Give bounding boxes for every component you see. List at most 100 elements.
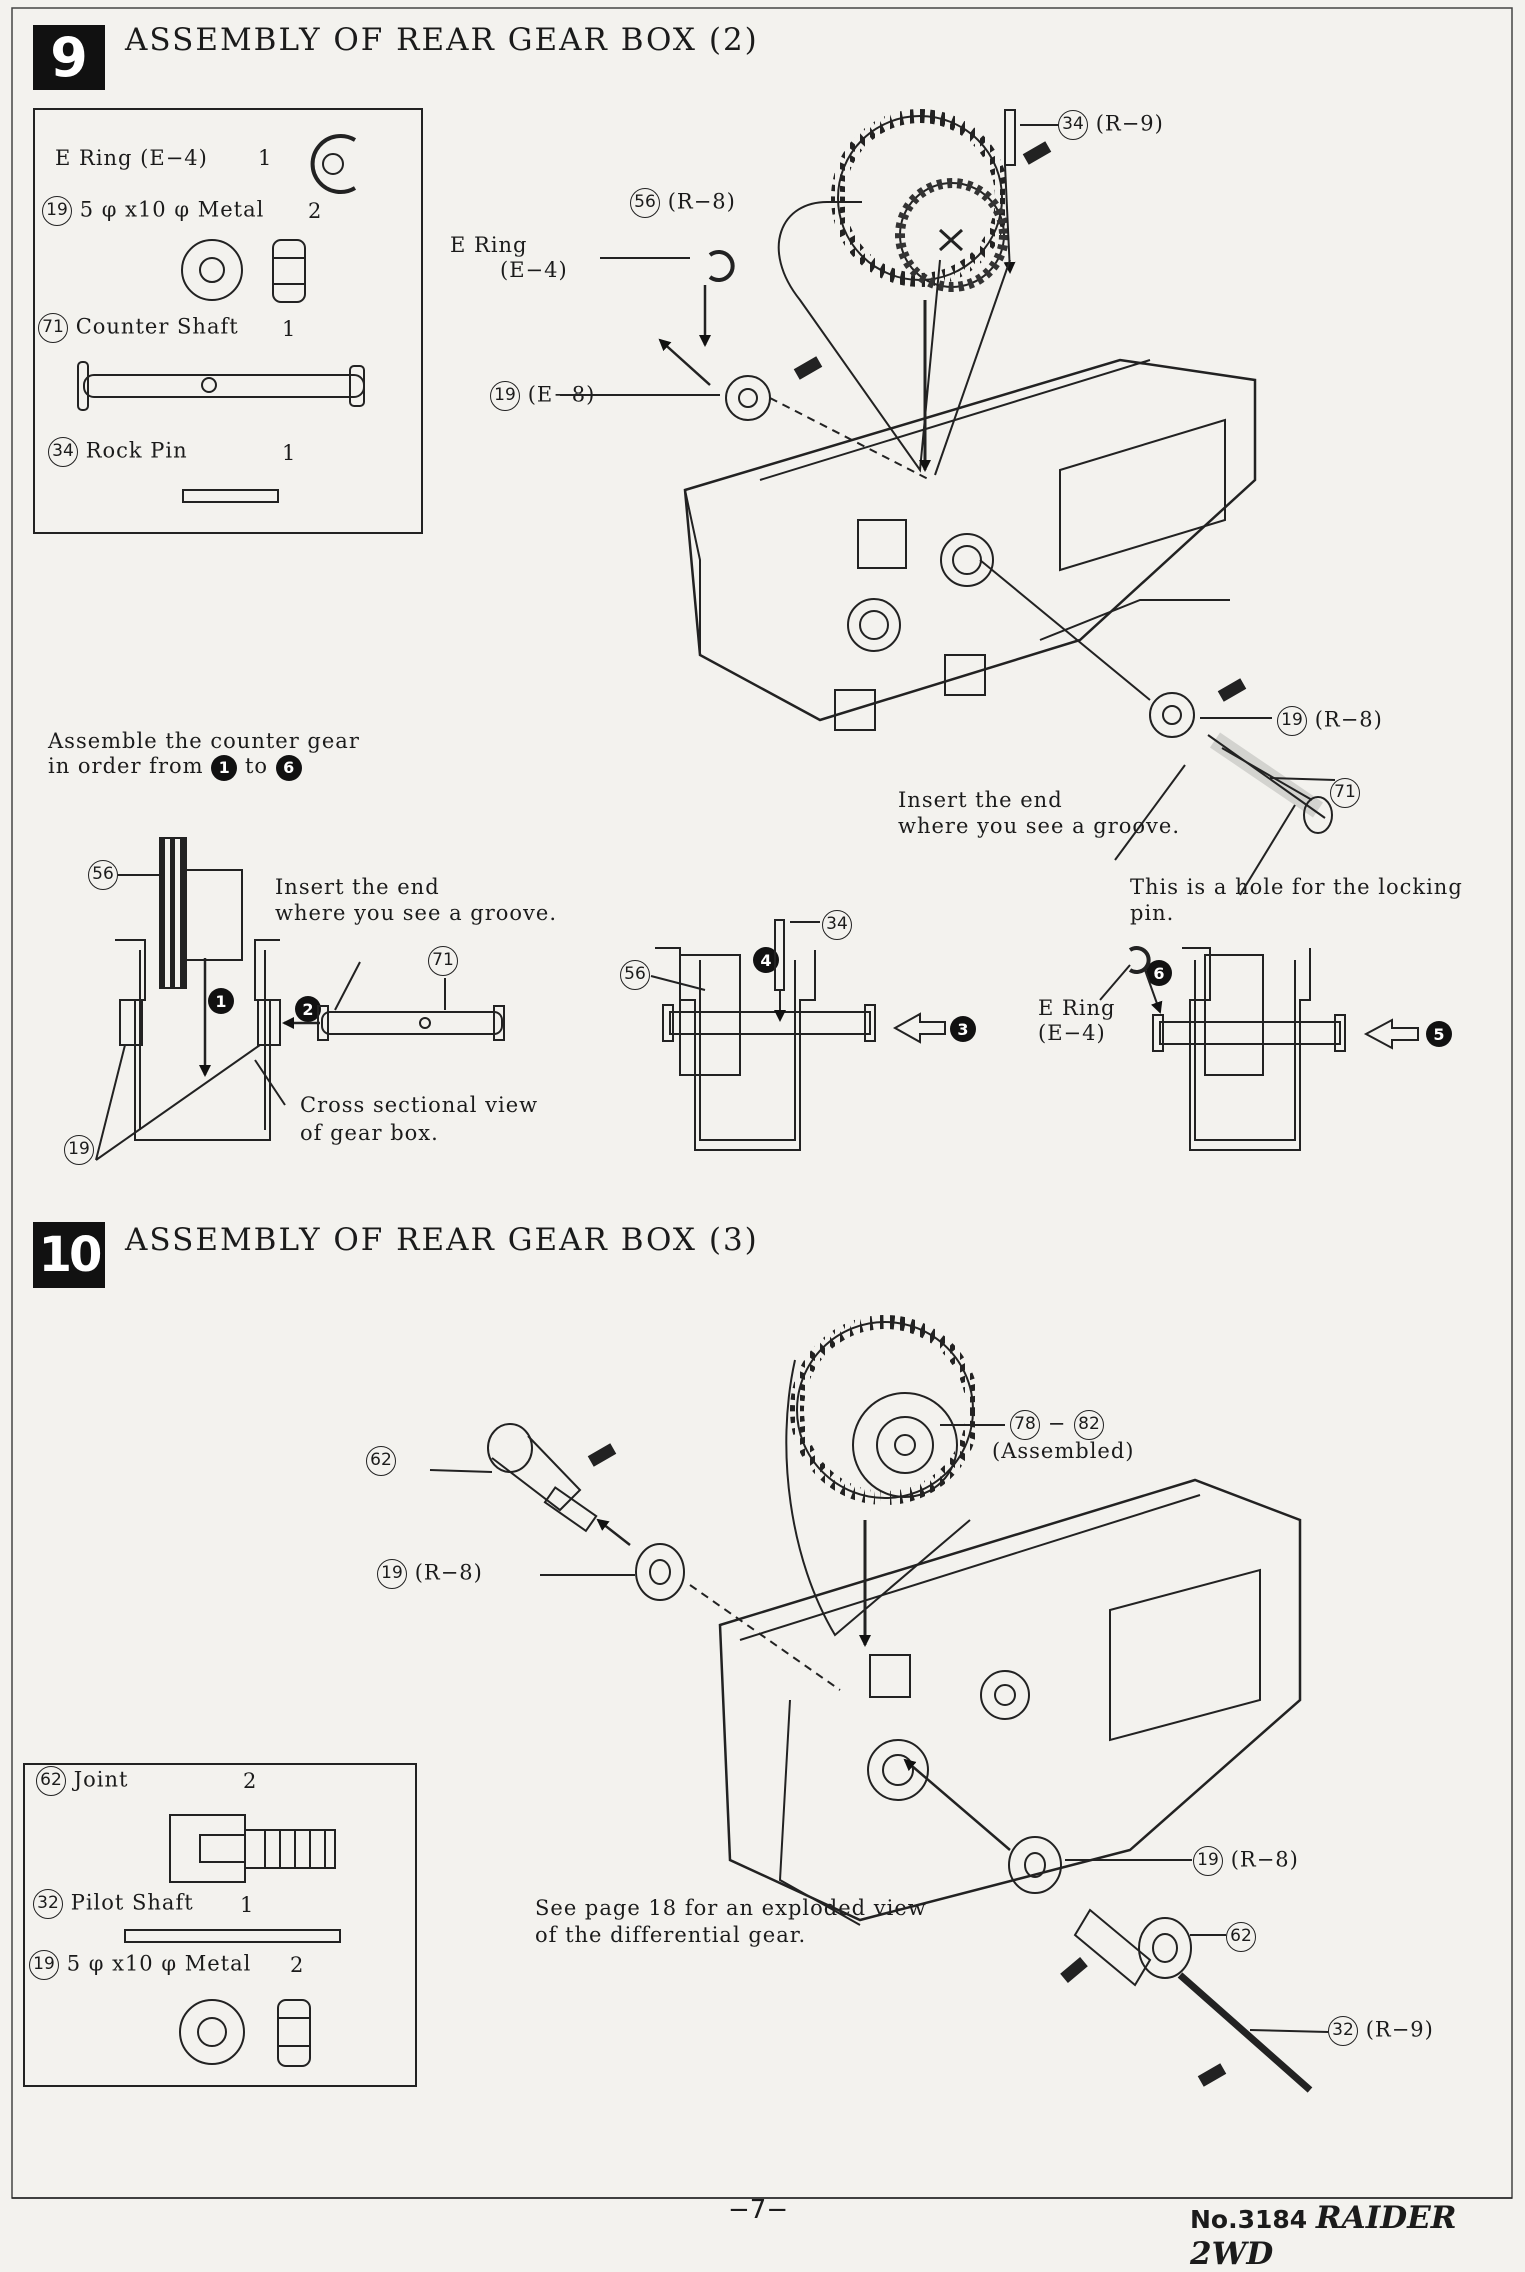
callout-62-right: 62 bbox=[1226, 1922, 1256, 1952]
part-ref: 19 bbox=[1193, 1846, 1223, 1876]
part-ref: 62 bbox=[36, 1766, 66, 1796]
callout-71-right: 71 bbox=[1330, 778, 1360, 808]
callout-78-82: 78 − 82 bbox=[1010, 1410, 1104, 1440]
cross-section-diagram-2 bbox=[650, 919, 946, 1151]
diagram-ering-label: E Ring bbox=[1038, 996, 1116, 1020]
note-assemble-order-2: in order from 1 to 6 bbox=[48, 753, 302, 781]
part-code: (R−8) bbox=[1230, 1847, 1299, 1872]
part-ref: 56 bbox=[620, 960, 650, 990]
step-5-badge: 5 bbox=[1426, 1021, 1452, 1047]
step-6-badge: 6 bbox=[1146, 960, 1172, 986]
callout-ering-top: E Ring bbox=[450, 233, 528, 257]
part-pilot-shaft-qty: 1 bbox=[240, 1893, 255, 1917]
model-number: No.3184 bbox=[1190, 2205, 1308, 2234]
part-ref: 34 bbox=[1058, 110, 1088, 140]
note-see-page-2: of the differential gear. bbox=[535, 1923, 807, 1947]
diagram-callout-56a: 56 bbox=[88, 860, 118, 890]
callout-19-r8-right: 19 (R−8) bbox=[1193, 1846, 1299, 1876]
part-counter-shaft-name: Counter Shaft bbox=[75, 314, 239, 339]
part-e-ring-qty: 1 bbox=[258, 146, 273, 170]
callout-56-top: 56 (R−8) bbox=[630, 188, 736, 218]
note-text: in order from bbox=[48, 754, 204, 778]
part-code: (R−8) bbox=[414, 1560, 483, 1585]
part-counter-shaft-qty: 1 bbox=[282, 317, 297, 341]
step-4-badge: 4 bbox=[753, 947, 779, 973]
section-9-number: 9 bbox=[33, 25, 105, 90]
part-pilot-shaft-name: Pilot Shaft bbox=[70, 1890, 194, 1915]
part-joint-name: Joint bbox=[73, 1767, 129, 1792]
part-ref: 34 bbox=[822, 910, 852, 940]
model-label: No.3184 RAIDER 2WD bbox=[1190, 2200, 1525, 2272]
diagram-callout-71a: 71 bbox=[428, 946, 458, 976]
part-ref: 32 bbox=[1328, 2016, 1358, 2046]
callout-assembled: (Assembled) bbox=[992, 1439, 1135, 1463]
part-ref: 56 bbox=[88, 860, 118, 890]
part-metal-qty: 2 bbox=[308, 199, 323, 223]
part-ref: 62 bbox=[1226, 1922, 1256, 1952]
gearbox-9-illustration bbox=[683, 358, 1257, 731]
part-metal-10-qty: 2 bbox=[290, 1953, 305, 1977]
joint-62-left-icon bbox=[487, 1423, 598, 1533]
note-text: to bbox=[244, 754, 269, 778]
page-number: −7− bbox=[728, 2195, 789, 2225]
note-insert-groove-left-2: where you see a groove. bbox=[275, 901, 558, 925]
callout-32-r9: 32 (R−9) bbox=[1328, 2016, 1434, 2046]
note-insert-groove-right-2: where you see a groove. bbox=[898, 814, 1181, 838]
part-ref: 19 bbox=[1277, 706, 1307, 736]
step-badge: 6 bbox=[275, 754, 302, 781]
callout-dash: − bbox=[1047, 1411, 1067, 1436]
callout-ering-top-code: (E−4) bbox=[500, 258, 568, 282]
part-joint-qty: 2 bbox=[243, 1769, 258, 1793]
part-ref: 78 bbox=[1010, 1410, 1040, 1440]
gear-56-icon bbox=[831, 109, 1009, 292]
section-10-title: ASSEMBLY OF REAR GEAR BOX (3) bbox=[125, 1222, 759, 1258]
part-metal-10-row: 19 5 φ x10 φ Metal bbox=[29, 1950, 251, 1980]
callout-19-r8-left: 19 (R−8) bbox=[377, 1559, 483, 1589]
step-1-badge: 1 bbox=[208, 988, 234, 1014]
diagram-callout-34b: 34 bbox=[822, 910, 852, 940]
part-ref: 19 bbox=[490, 381, 520, 411]
callout-19-r8: 19 (R−8) bbox=[1277, 706, 1383, 736]
part-ref: 19 bbox=[42, 196, 72, 226]
callout-62-left: 62 bbox=[366, 1446, 396, 1476]
part-ref: 71 bbox=[428, 946, 458, 976]
part-code: (R−8) bbox=[667, 189, 736, 214]
note-insert-groove-right-1: Insert the end bbox=[898, 788, 1063, 812]
step-3-badge: 3 bbox=[950, 1016, 976, 1042]
diff-gear-icon bbox=[790, 1315, 980, 1505]
note-insert-groove-left-1: Insert the end bbox=[275, 875, 440, 899]
part-code: (R−9) bbox=[1365, 2017, 1434, 2042]
part-metal-row: 19 5 φ x10 φ Metal bbox=[42, 196, 264, 226]
diagram-callout-56b: 56 bbox=[620, 960, 650, 990]
part-ref: 34 bbox=[48, 437, 78, 467]
part-rock-pin-qty: 1 bbox=[282, 441, 297, 465]
part-ref: 19 bbox=[377, 1559, 407, 1589]
part-rock-pin-name: Rock Pin bbox=[85, 438, 188, 463]
note-locking-hole-1: This is a hole for the locking bbox=[1130, 875, 1463, 899]
part-pilot-shaft-row: 32 Pilot Shaft bbox=[33, 1889, 194, 1919]
part-counter-shaft-row: 71 Counter Shaft bbox=[38, 313, 239, 343]
part-rock-pin-row: 34 Rock Pin bbox=[48, 437, 188, 467]
part-code: (R−9) bbox=[1095, 111, 1164, 136]
section-10-parts-box bbox=[23, 1763, 417, 2087]
joint-62-right-icon bbox=[1073, 1908, 1192, 1987]
note-assemble-order: Assemble the counter gear bbox=[48, 729, 360, 753]
step-badge: 1 bbox=[211, 754, 238, 781]
part-ref: 32 bbox=[33, 1889, 63, 1919]
callout-19-e8: 19 (E−8) bbox=[490, 381, 595, 411]
part-code: (E−8) bbox=[527, 382, 596, 407]
callout-34-top: 34 (R−9) bbox=[1058, 110, 1164, 140]
note-see-page-1: See page 18 for an exploded view bbox=[535, 1896, 927, 1920]
part-e-ring-name: E Ring (E−4) bbox=[55, 146, 208, 170]
note-cross-section-1: Cross sectional view bbox=[300, 1093, 539, 1117]
part-ref: 62 bbox=[366, 1446, 396, 1476]
part-code: (R−8) bbox=[1314, 707, 1383, 732]
diagram-ering-code: (E−4) bbox=[1038, 1021, 1106, 1045]
part-joint-row: 62 Joint bbox=[36, 1766, 128, 1796]
section-10-number: 10 bbox=[33, 1222, 105, 1288]
section-9-title: ASSEMBLY OF REAR GEAR BOX (2) bbox=[125, 22, 759, 58]
part-ref: 19 bbox=[64, 1135, 94, 1165]
note-locking-hole-2: pin. bbox=[1130, 901, 1175, 925]
part-ref: 82 bbox=[1073, 1410, 1104, 1440]
part-ref: 71 bbox=[38, 313, 68, 343]
